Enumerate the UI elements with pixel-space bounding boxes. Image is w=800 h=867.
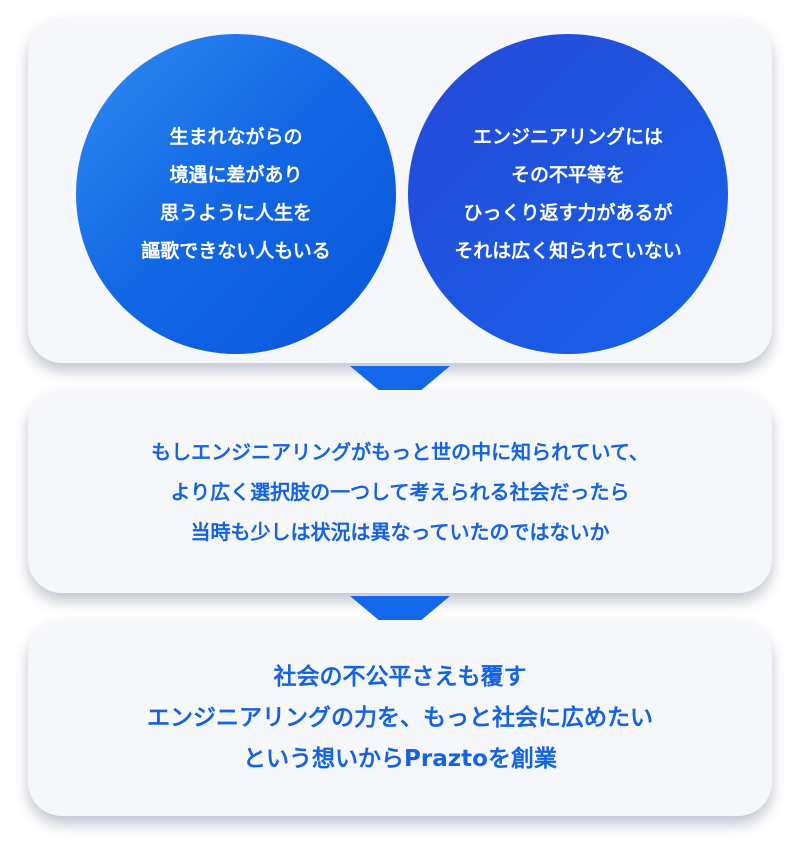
circle-left-line-4: 謳歌できない人もいる	[141, 240, 331, 262]
circle-inequality: 生まれながらの 境遇に差があり 思うように人生を 謳歌できない人もいる	[76, 34, 396, 354]
circle-right-line-2: その不平等を	[510, 164, 625, 186]
mission-text: 社会の不公平さえも覆す エンジニアリングの力を、もっと社会に広めたい という想い…	[28, 620, 772, 816]
circle-engineering: エンジニアリングには その不平等を ひっくり返す力があるが それは広く知られてい…	[408, 34, 728, 354]
circle-right-line-3: ひっくり返す力があるが	[463, 202, 673, 224]
bottom-line-1: 社会の不公平さえも覆す	[273, 663, 527, 690]
problem-card: 生まれながらの 境遇に差があり 思うように人生を 謳歌できない人もいる エンジニ…	[28, 18, 772, 363]
bottom-line-3: という想いからPraztoを創業	[243, 745, 557, 772]
circle-left-line-2: 境遇に差があり	[169, 164, 303, 186]
bottom-line-2: エンジニアリングの力を、もっと社会に広めたい	[147, 704, 653, 731]
circle-right-line-1: エンジニアリングには	[472, 126, 663, 148]
middle-line-3: 当時も少しは状況は異なっていたのではないか	[190, 519, 610, 544]
middle-line-2: より広く選択肢の一つして考えられる社会だったら	[170, 479, 630, 504]
middle-line-1: もしエンジニアリングがもっと世の中に知られていて、	[151, 439, 649, 464]
circle-left-line-3: 思うように人生を	[159, 202, 312, 224]
mission-card: 社会の不公平さえも覆す エンジニアリングの力を、もっと社会に広めたい という想い…	[28, 620, 772, 816]
hypothesis-text: もしエンジニアリングがもっと世の中に知られていて、 より広く選択肢の一つして考え…	[28, 390, 772, 593]
hypothesis-card: もしエンジニアリングがもっと世の中に知られていて、 より広く選択肢の一つして考え…	[28, 390, 772, 593]
circle-right-line-4: それは広く知られていない	[454, 240, 682, 262]
circle-left-line-1: 生まれながらの	[169, 126, 303, 148]
